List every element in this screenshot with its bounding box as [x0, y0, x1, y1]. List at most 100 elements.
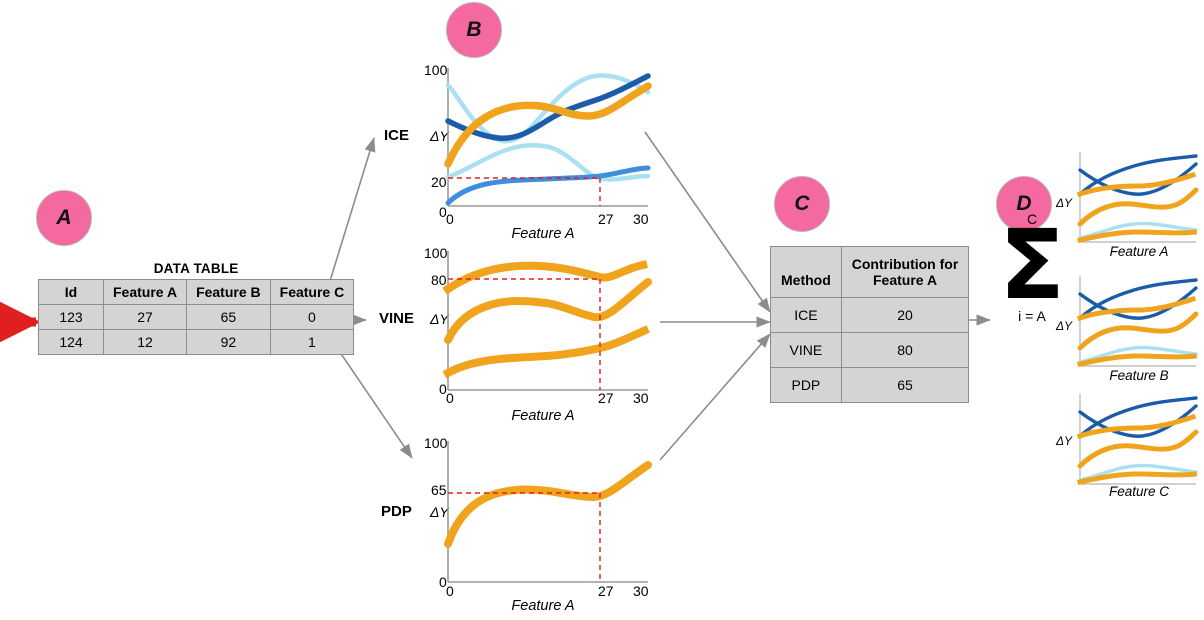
mini-b-orange-dotted-low: [1077, 353, 1199, 367]
pdp-xtick-30: 30: [633, 583, 649, 599]
contribution-table-block: Method Contribution for Feature A ICE 20…: [770, 245, 970, 404]
mini-a-orange-solid: [1077, 187, 1199, 227]
cell-feature-c: 0: [269, 304, 355, 330]
data-table-col-feature-c: Feature C: [269, 279, 355, 305]
ice-curve-light-blue-upper: [445, 73, 651, 144]
vine-ytick-100: 100: [424, 245, 448, 261]
pdp-xtick-0: 0: [446, 583, 454, 599]
mini-a-orange-dotted-low: [1077, 229, 1199, 243]
ice-ytick-20: 20: [431, 174, 447, 190]
pdp-method-label: PDP: [381, 503, 412, 520]
table-row[interactable]: 123 27 65 0: [38, 304, 355, 330]
vine-y-axis-label: ΔY: [430, 311, 449, 327]
data-table-block: DATA TABLE Id Feature A Feature B Featur…: [38, 261, 355, 355]
step-badge-a: A: [36, 190, 92, 246]
ice-y-axis-label: ΔY: [430, 128, 449, 144]
table-row[interactable]: ICE 20: [770, 297, 970, 334]
step-badge-d: D: [996, 176, 1052, 232]
cell-feature-c: 1: [269, 329, 355, 355]
cell-feature-b: 92: [186, 329, 271, 355]
summation-lower-limit: i = A: [1018, 307, 1046, 324]
mini-a-light-blue: [1078, 221, 1198, 240]
data-table: Id Feature A Feature B Feature C 123 27 …: [38, 279, 355, 355]
arrow-pdp-to-contrib: [659, 333, 771, 461]
mini-a-orange-dotted: [1076, 170, 1200, 198]
pdp-ytick-65: 65: [431, 482, 447, 498]
data-table-col-id: Id: [38, 279, 104, 305]
contribution-method-vine: VINE: [770, 332, 842, 369]
contribution-col-value: Contribution for Feature A: [840, 245, 970, 299]
mini-chart-feature-c: [1076, 394, 1200, 485]
mini-c-orange-dotted: [1076, 412, 1200, 440]
vine-ytick-80: 80: [431, 272, 447, 288]
mini-c-orange-dotted-low: [1077, 471, 1199, 485]
ice-x-axis-label: Feature A: [511, 226, 575, 242]
data-table-col-feature-b: Feature B: [186, 279, 271, 305]
mini-b-y-axis-label: ΔY: [1056, 319, 1073, 333]
mini-c-x-axis-label: Feature C: [1108, 484, 1170, 499]
mini-b-light-blue: [1078, 345, 1198, 364]
vine-chart-plot: [442, 251, 654, 391]
cell-feature-a: 12: [102, 329, 188, 355]
pdp-xtick-27: 27: [598, 583, 614, 599]
ice-xtick-27: 27: [598, 211, 614, 227]
contribution-col-method: Method: [770, 245, 842, 299]
step-badge-c-label: C: [794, 192, 810, 215]
mini-a-dark-blue-1: [1078, 154, 1198, 196]
vine-method-label: VINE: [379, 310, 415, 327]
mini-c-y-axis-label: ΔY: [1056, 434, 1073, 448]
ice-curve-mid-blue: [445, 165, 651, 206]
ice-method-label: ICE: [384, 127, 410, 144]
mini-c-orange-solid: [1077, 429, 1199, 469]
cell-feature-b: 65: [186, 304, 271, 330]
step-badge-c: C: [774, 176, 830, 232]
pdp-y-axis-label: ΔY: [430, 504, 449, 520]
contribution-method-pdp: PDP: [770, 367, 842, 404]
vine-mean-curve: [444, 278, 652, 344]
pdp-curve: [444, 461, 652, 548]
arrow-ice-to-contrib: [644, 131, 771, 313]
ice-chart-plot: [444, 68, 652, 207]
pdp-ytick-100: 100: [424, 435, 448, 451]
table-row[interactable]: 124 12 92 1: [38, 329, 355, 355]
data-table-col-feature-a: Feature A: [102, 279, 188, 305]
vine-xtick-0: 0: [446, 390, 454, 406]
mini-c-light-blue: [1078, 463, 1198, 482]
ice-ytick-0: 0: [439, 204, 447, 220]
mini-chart-feature-a: [1076, 152, 1200, 243]
contribution-col-value-line1: Contribution for: [851, 256, 959, 272]
contribution-value-ice: 20: [840, 297, 970, 334]
step-badge-d-label: D: [1016, 192, 1032, 215]
sigma-icon: Σ: [999, 209, 1065, 321]
pdp-chart-plot: [444, 441, 652, 583]
ice-xtick-30: 30: [633, 211, 649, 227]
cell-feature-a: 27: [102, 304, 188, 330]
contribution-value-vine: 80: [840, 332, 970, 369]
table-row[interactable]: VINE 80: [770, 332, 970, 369]
mini-b-orange-solid: [1077, 311, 1199, 351]
ice-curve-light-blue-lower: [445, 143, 651, 182]
mini-b-x-axis-label: Feature B: [1109, 368, 1169, 383]
mini-c-dark-blue-1: [1078, 396, 1198, 438]
ice-xtick-0: 0: [446, 211, 454, 227]
step-badge-b: B: [446, 2, 502, 58]
mini-b-orange-dotted: [1076, 294, 1200, 322]
table-row[interactable]: PDP 65: [770, 367, 970, 404]
vine-xtick-30: 30: [633, 390, 649, 406]
contribution-col-value-line2: Feature A: [873, 272, 938, 289]
pdp-x-axis-label: Feature A: [511, 598, 575, 614]
data-table-title: DATA TABLE: [153, 261, 239, 276]
vine-ytick-0: 0: [439, 381, 447, 397]
vine-xtick-27: 27: [598, 390, 614, 406]
step-badge-b-label: B: [466, 18, 482, 41]
contribution-header-row: Method Contribution for Feature A: [770, 245, 970, 299]
ice-curve-dark-blue: [445, 73, 651, 141]
contribution-value-pdp: 65: [840, 367, 970, 404]
mini-chart-feature-b: [1076, 276, 1200, 367]
summation-upper-limit: C: [1026, 211, 1038, 227]
cell-id: 124: [38, 329, 104, 355]
vine-upper-band: [442, 259, 653, 295]
mini-a-x-axis-label: Feature A: [1109, 244, 1169, 259]
ice-curve-orange: [444, 82, 652, 168]
